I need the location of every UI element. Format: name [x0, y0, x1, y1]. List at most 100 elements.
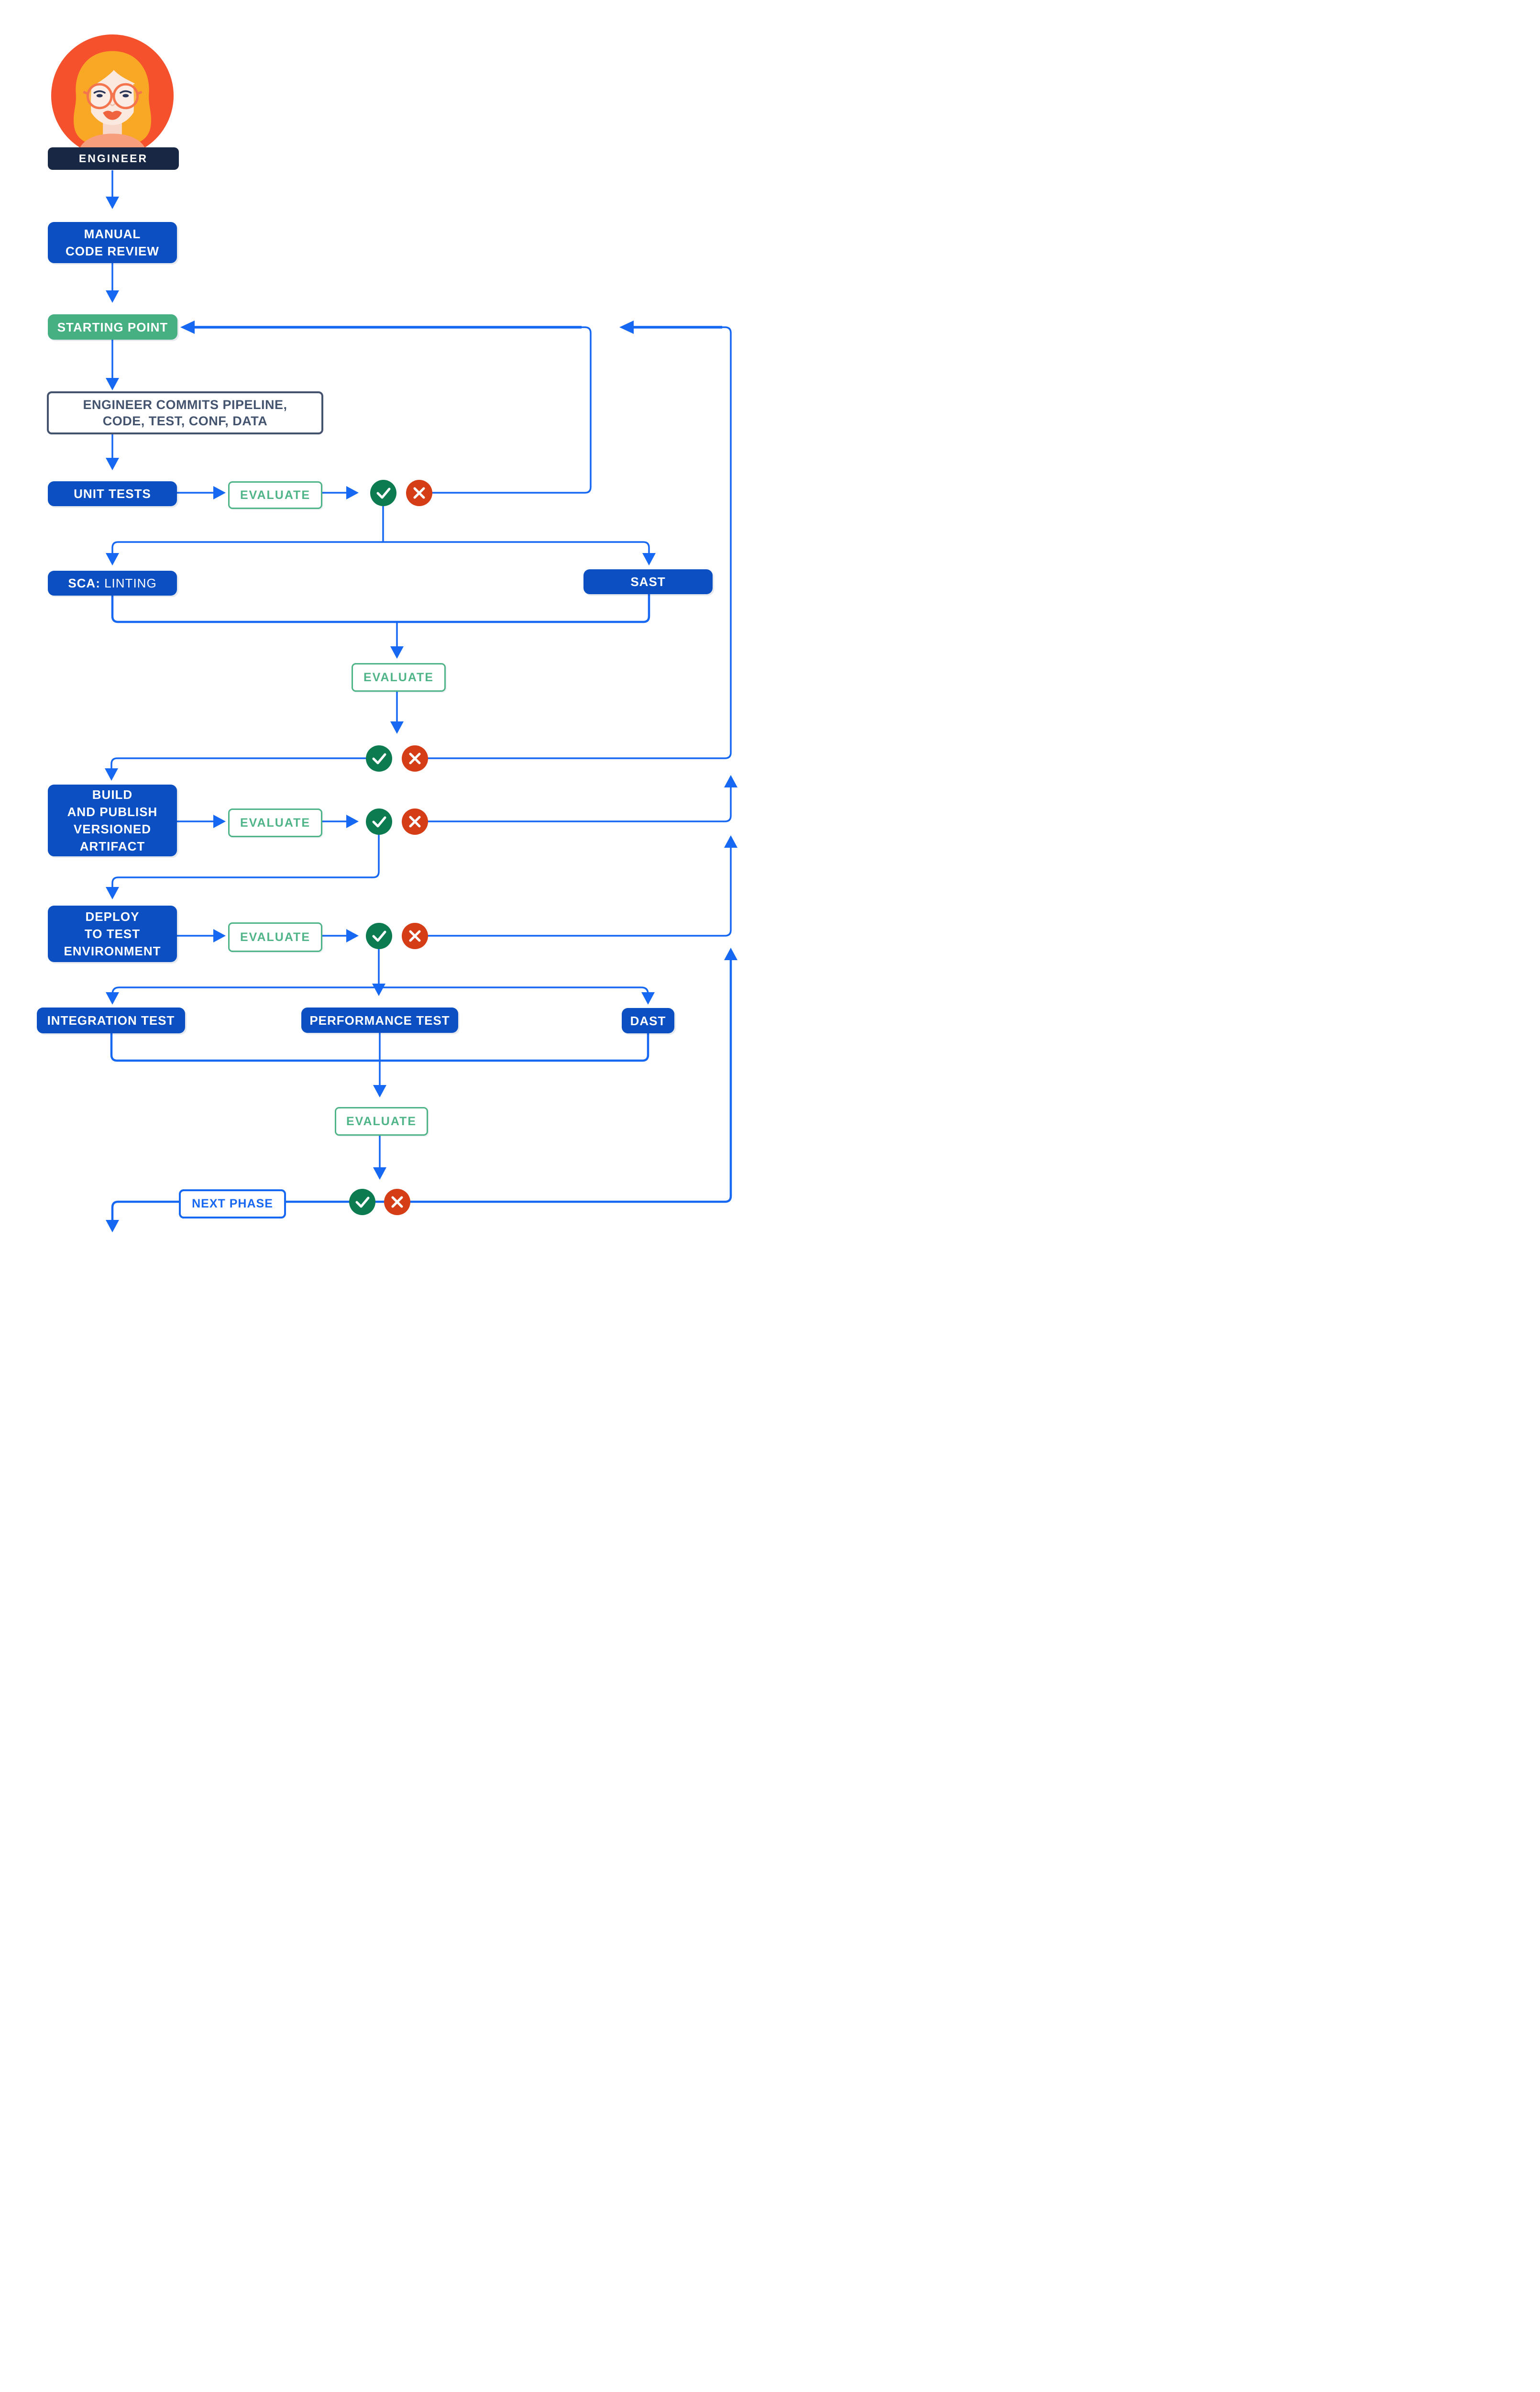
- node-label: ENGINEER COMMITS PIPELINE, CODE, TEST, C…: [83, 398, 287, 428]
- pass-badge-5: [349, 1189, 375, 1215]
- flowchart-canvas: ENGINEER MANUAL CODE REVIEW STARTING POI…: [0, 0, 770, 1256]
- node-manual-code-review: MANUAL CODE REVIEW: [48, 222, 177, 263]
- node-label: NEXT PHASE: [192, 1197, 273, 1210]
- node-engineer-commits: ENGINEER COMMITS PIPELINE, CODE, TEST, C…: [47, 391, 323, 434]
- node-label: DEPLOY TO TEST ENVIRONMENT: [64, 909, 161, 958]
- arrowhead-to-evaluate1: [213, 486, 226, 499]
- check-icon: [376, 487, 391, 499]
- edge-bottom-row: [111, 960, 732, 1220]
- fail-badge-1: [406, 480, 432, 506]
- arrowhead-to-evaluate3: [213, 815, 226, 828]
- fail-badge-5: [384, 1189, 410, 1215]
- node-starting-point: STARTING POINT: [48, 314, 177, 340]
- node-build-artifact: BUILD AND PUBLISH VERSIONED ARTIFACT: [48, 785, 177, 856]
- arrowhead-to-pass4: [346, 929, 359, 942]
- edge-unit-fail-up: [432, 326, 592, 494]
- eyebrows: [93, 90, 132, 94]
- evaluate-gate-5: EVALUATE: [335, 1107, 428, 1136]
- arrowhead-to-sca: [106, 553, 119, 565]
- node-label: MANUAL CODE REVIEW: [66, 227, 159, 258]
- node-label: UNIT TESTS: [74, 487, 151, 501]
- node-label: INTEGRATION TEST: [47, 1013, 175, 1028]
- arrowhead-to-badges5: [373, 1167, 386, 1180]
- arrowhead-to-start-box: [106, 290, 119, 303]
- arrowhead-to-unit: [106, 458, 119, 470]
- pass-badge-3: [366, 808, 392, 835]
- arrowhead-to-pass3: [346, 815, 359, 828]
- edge-row4-fail-up: [428, 848, 732, 937]
- engineer-label: ENGINEER: [48, 147, 179, 170]
- pass-badge-1: [370, 480, 396, 506]
- node-sca-linting: SCA: LINTING: [48, 571, 177, 596]
- sca-rest: LINTING: [100, 576, 157, 590]
- node-label: SAST: [630, 575, 666, 589]
- pass-badge-2: [366, 745, 392, 772]
- arrowhead-to-build: [105, 768, 118, 781]
- check-icon: [372, 753, 386, 764]
- edge-row2-pass-left: [110, 757, 366, 768]
- evaluate-label: EVALUATE: [240, 488, 311, 502]
- cross-icon: [391, 1196, 403, 1208]
- arrowhead-fail3-up: [724, 775, 737, 787]
- node-label: BUILD AND PUBLISH VERSIONED ARTIFACT: [67, 787, 158, 853]
- hair-bangs: [85, 53, 145, 89]
- check-icon: [372, 816, 386, 828]
- cross-icon: [413, 487, 425, 499]
- engineer-avatar: [51, 34, 174, 157]
- eye-right: [122, 94, 129, 98]
- eye-left: [96, 94, 103, 98]
- arrowhead-to-manual: [106, 197, 119, 209]
- edge-row3-pass-down: [111, 834, 380, 887]
- arrowhead-into-start: [180, 321, 195, 334]
- node-dast: DAST: [622, 1008, 674, 1033]
- node-performance-test: PERFORMANCE TEST: [301, 1008, 458, 1033]
- arrowhead-to-commits: [106, 378, 119, 390]
- node-next-phase: NEXT PHASE: [179, 1189, 286, 1218]
- fail-badge-2: [402, 745, 428, 772]
- arrowhead-return-merge: [619, 321, 634, 334]
- arrowhead-to-badges2: [390, 721, 404, 734]
- arrowhead-to-evaluate2: [390, 646, 404, 659]
- arrowhead-fail5-up: [724, 948, 737, 960]
- evaluate-gate-2: EVALUATE: [352, 663, 446, 692]
- edge-row3-fail-up: [428, 787, 732, 822]
- lips: [103, 111, 122, 120]
- arrowhead-to-performance: [372, 984, 385, 996]
- connector-lines: [105, 170, 737, 1232]
- node-deploy-test: DEPLOY TO TEST ENVIRONMENT: [48, 906, 177, 962]
- arrowhead-to-dast: [641, 992, 655, 1005]
- evaluate-label: EVALUATE: [346, 1114, 417, 1128]
- evaluate-gate-1: EVALUATE: [228, 481, 322, 509]
- cross-icon: [409, 816, 421, 828]
- fail-badge-3: [402, 808, 428, 835]
- node-label: PERFORMANCE TEST: [309, 1013, 450, 1028]
- evaluate-label: EVALUATE: [363, 670, 434, 684]
- arrowhead-to-deploy: [106, 887, 119, 899]
- cross-icon: [409, 753, 421, 764]
- node-integration-test: INTEGRATION TEST: [37, 1008, 185, 1033]
- sca-prefix: SCA:: [68, 576, 100, 590]
- cross-icon: [409, 930, 421, 942]
- edge-pass1-split: [111, 506, 650, 553]
- evaluate-gate-3: EVALUATE: [228, 808, 322, 837]
- evaluate-label: EVALUATE: [240, 930, 311, 944]
- arrowhead-fail4-up: [724, 835, 737, 848]
- edge-row2-fail-up: [428, 326, 732, 759]
- nose: [110, 103, 115, 106]
- edge-sca-sast-join: [111, 594, 650, 623]
- arrowhead-to-integration: [106, 992, 119, 1005]
- check-icon: [355, 1196, 370, 1208]
- arrowhead-to-pass1: [346, 486, 359, 499]
- arrowheads: [105, 197, 737, 1232]
- fail-badge-4: [402, 923, 428, 949]
- pass-badge-4: [366, 923, 392, 949]
- hair-lock-right: [132, 81, 147, 131]
- arrowhead-to-sast: [642, 553, 656, 565]
- check-icon: [372, 930, 386, 942]
- node-label: DAST: [630, 1013, 666, 1028]
- arrowhead-to-evaluate5: [373, 1085, 386, 1097]
- node-unit-tests: UNIT TESTS: [48, 481, 177, 506]
- arrowhead-to-evaluate4: [213, 929, 226, 942]
- node-sast: SAST: [583, 569, 713, 594]
- evaluate-label: EVALUATE: [240, 816, 311, 830]
